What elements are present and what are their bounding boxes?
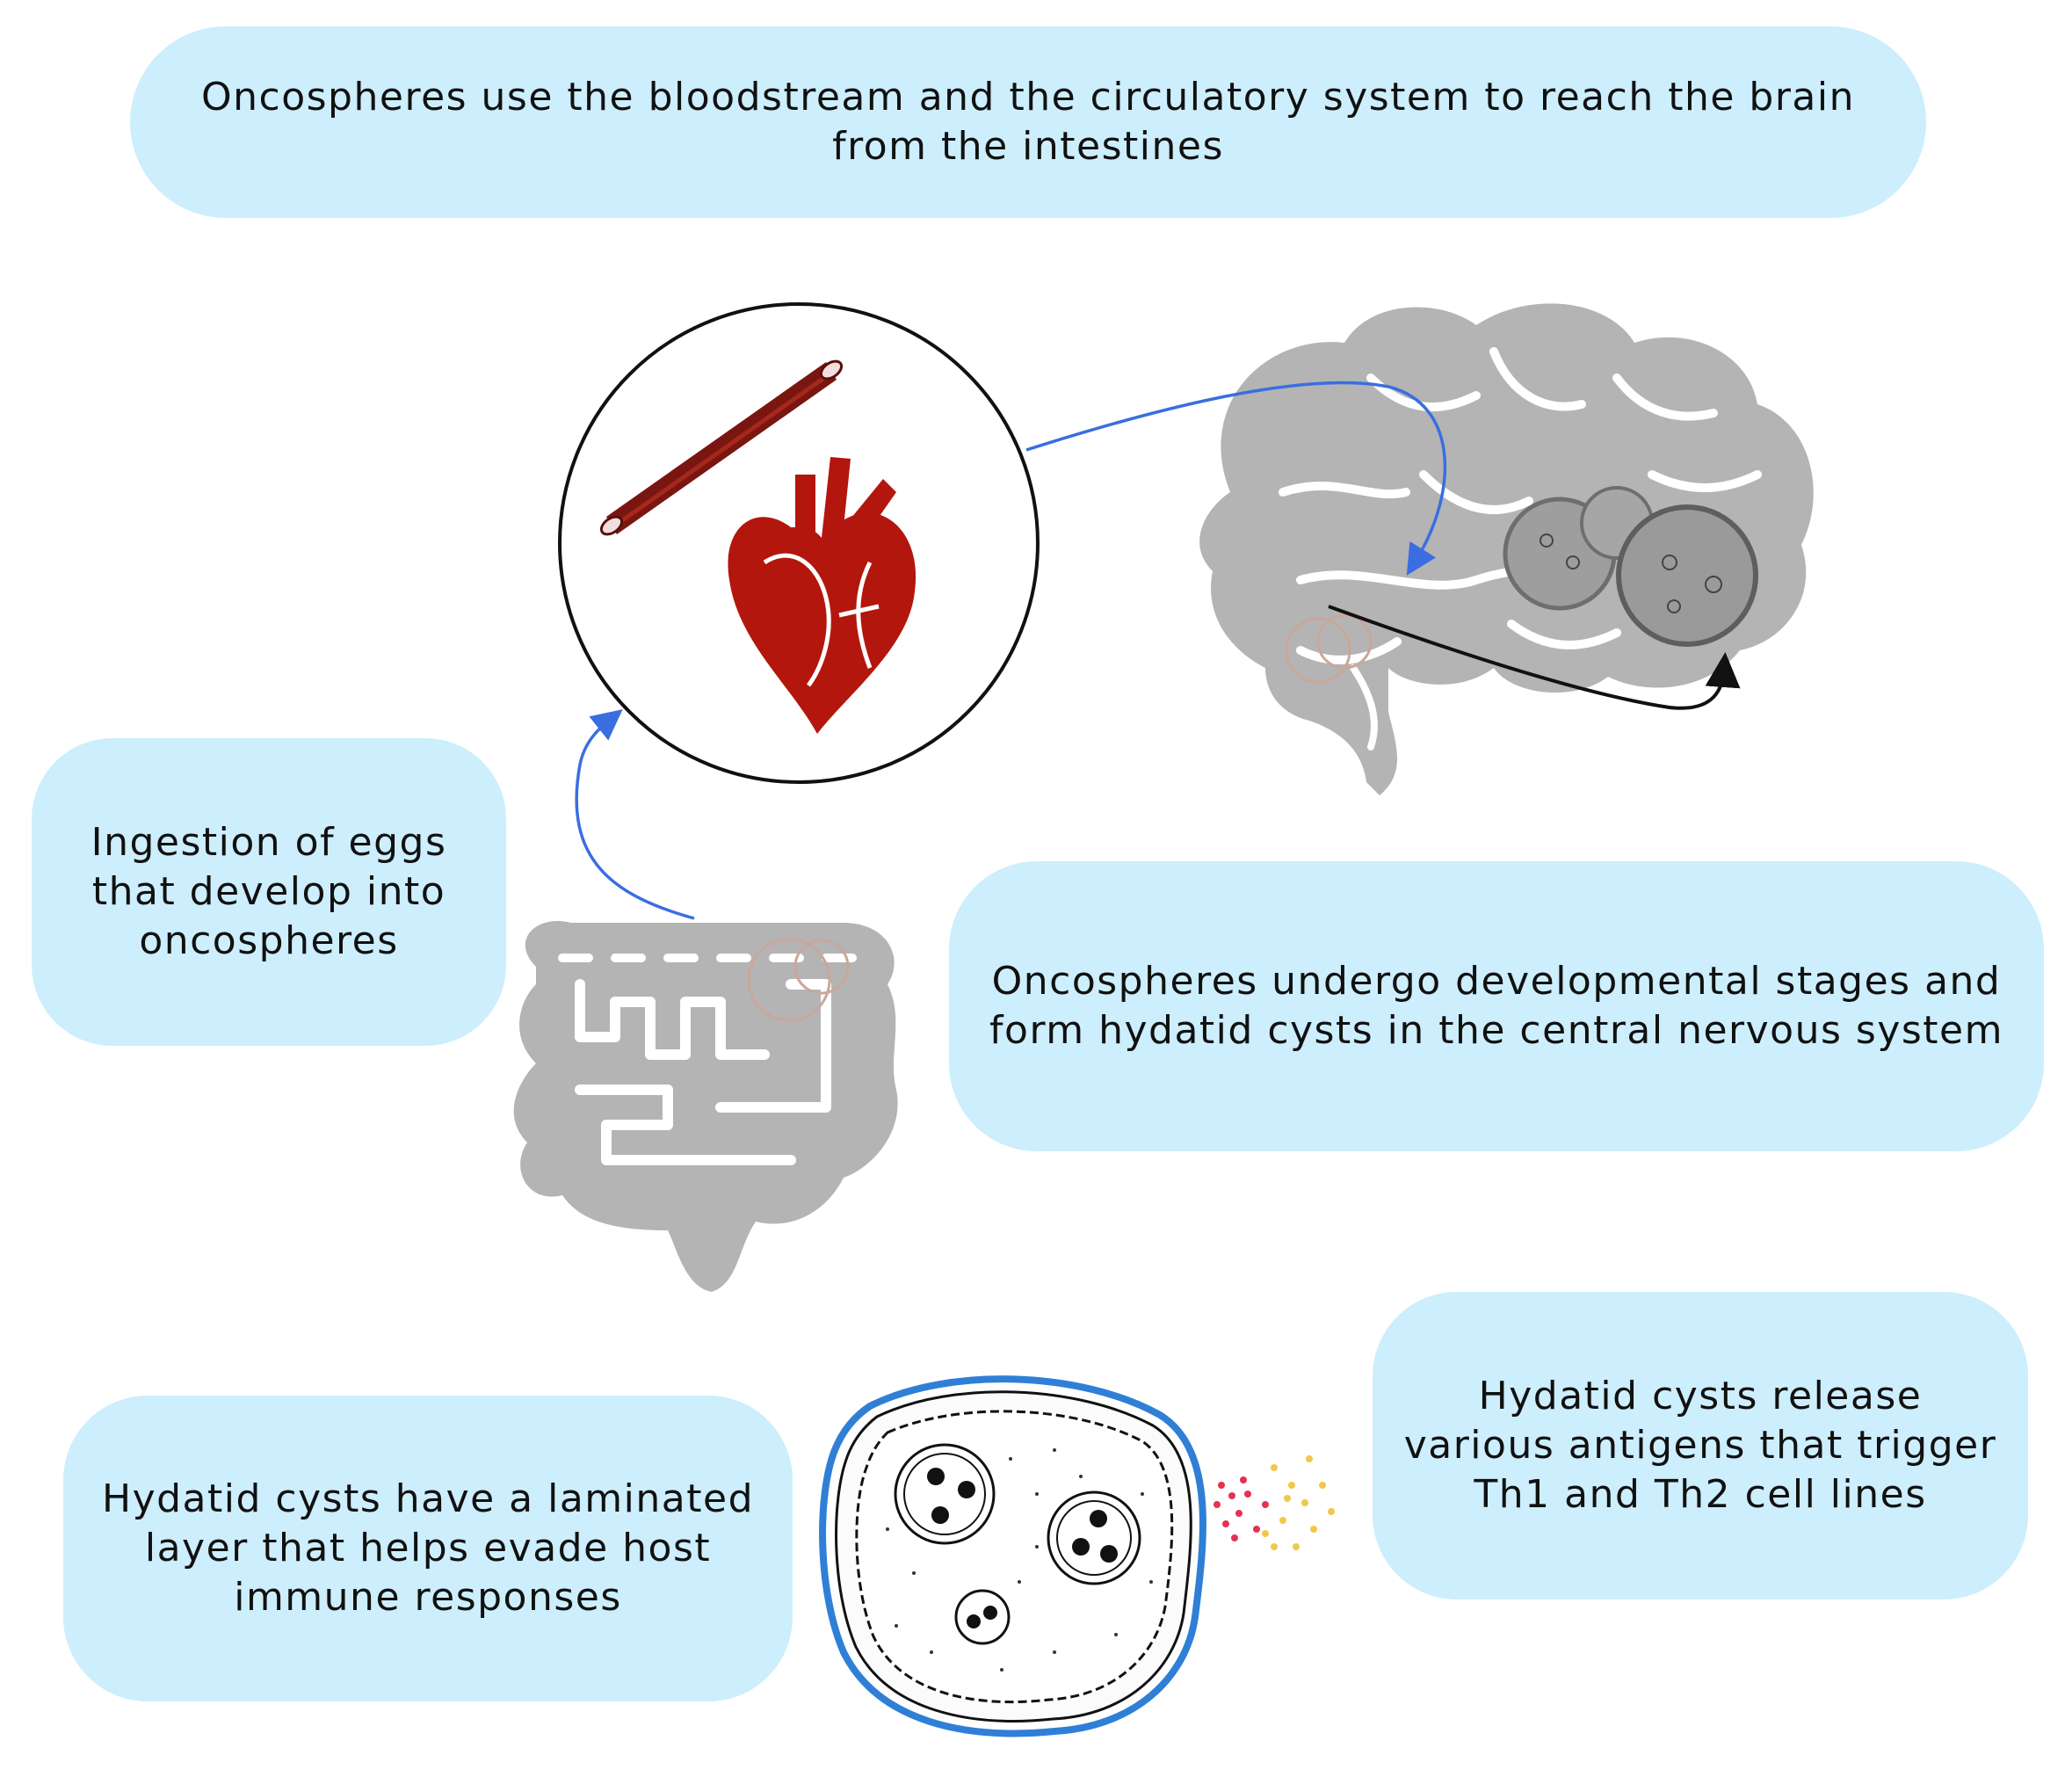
hydatid-cyst-icon [819, 1375, 1206, 1737]
development-box: Oncospheres undergo developmental stages… [949, 861, 2044, 1151]
cyst-development-arrow [1328, 605, 1741, 710]
intestines-icon [513, 921, 898, 1292]
heart-icon [728, 457, 916, 734]
blood-vessel-icon [599, 359, 844, 536]
blood-to-brain-arrow [1025, 381, 1446, 576]
antigens-caption: Hydatid cysts release various antigens t… [1403, 1374, 1997, 1517]
development-caption: Oncospheres undergo developmental stages… [989, 959, 2003, 1053]
ingestion-box: Ingestion of eggs that develop into onco… [32, 738, 506, 1046]
antigen-particles-icon [1213, 1455, 1335, 1550]
laminated-layer-box: Hydatid cysts have a laminated layer tha… [63, 1396, 793, 1701]
intestine-to-blood-arrow [575, 709, 695, 920]
brain-cysts-icon [1285, 486, 1758, 684]
top-caption: Oncospheres use the bloodstream and the … [201, 75, 1855, 169]
top-caption-box: Oncospheres use the bloodstream and the … [130, 26, 1926, 218]
antigens-box: Hydatid cysts release various antigens t… [1373, 1292, 2028, 1599]
laminated-layer-caption: Hydatid cysts have a laminated layer tha… [102, 1476, 754, 1620]
ingestion-caption: Ingestion of eggs that develop into onco… [91, 820, 447, 963]
